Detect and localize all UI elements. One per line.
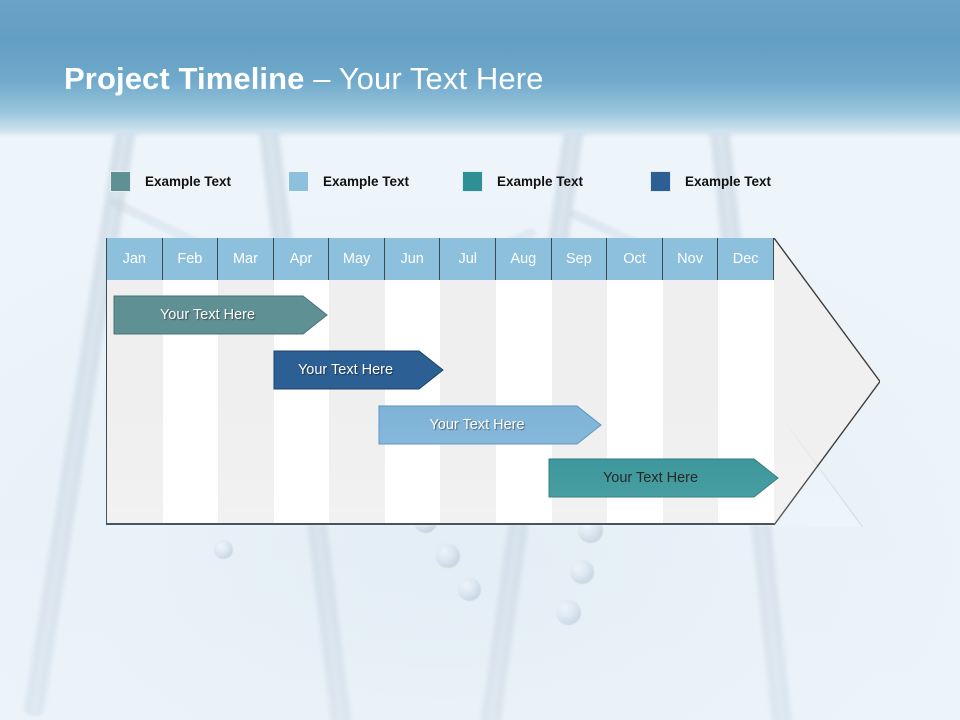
title-separator: –: [304, 61, 339, 96]
month-cell-oct[interactable]: Oct: [607, 238, 663, 280]
legend-label-4: Example Text: [685, 173, 772, 189]
grid-column-jun: [384, 280, 441, 523]
legend-swatch-icon-2: [288, 170, 309, 192]
legend-swatch-icon-1: [110, 170, 131, 192]
month-cell-sep[interactable]: Sep: [551, 238, 608, 280]
legend-item-2[interactable]: Example Text: [288, 168, 409, 194]
month-cell-jun[interactable]: Jun: [384, 238, 441, 280]
title-light-part: Your Text Here: [338, 61, 544, 96]
month-cell-aug[interactable]: Aug: [496, 238, 552, 280]
timeline-bars: Your Text Here Your Text Here Your Text …: [106, 238, 896, 525]
grid-column-jul: [440, 280, 497, 523]
month-cell-feb[interactable]: Feb: [162, 238, 219, 280]
month-cell-apr[interactable]: Apr: [273, 238, 330, 280]
legend: Example Text Example Text Example Text E…: [110, 168, 910, 194]
month-cell-dec[interactable]: Dec: [718, 238, 774, 280]
title-bold-part: Project Timeline: [64, 61, 305, 96]
page-title: Project Timeline – Your Text Here: [64, 59, 543, 99]
legend-item-1[interactable]: Example Text: [110, 168, 231, 194]
month-cell-jul[interactable]: Jul: [440, 238, 497, 280]
legend-label-2: Example Text: [323, 173, 410, 189]
timeline-bar-1[interactable]: Your Text Here: [113, 295, 328, 335]
legend-item-3[interactable]: Example Text: [462, 168, 583, 194]
month-cell-nov[interactable]: Nov: [662, 238, 719, 280]
legend-item-4[interactable]: Example Text: [650, 168, 771, 194]
month-header-row: Jan Feb Mar Apr May Jun Jul Aug Sep Oct …: [106, 238, 774, 280]
timeline-bar-2[interactable]: Your Text Here: [273, 350, 444, 390]
timeline-bar-3[interactable]: Your Text Here: [378, 405, 602, 445]
legend-label-1: Example Text: [145, 173, 232, 189]
timeline-bar-4[interactable]: Your Text Here: [548, 458, 779, 498]
grid-column-aug: [496, 280, 552, 523]
legend-swatch-icon-3: [462, 170, 483, 192]
month-cell-may[interactable]: May: [329, 238, 385, 280]
legend-swatch-icon-4: [650, 170, 671, 192]
title-banner: [0, 0, 960, 138]
legend-label-3: Example Text: [497, 173, 584, 189]
grid-column-may: [329, 280, 385, 523]
month-cell-mar[interactable]: Mar: [218, 238, 274, 280]
month-cell-jan[interactable]: Jan: [106, 238, 163, 280]
